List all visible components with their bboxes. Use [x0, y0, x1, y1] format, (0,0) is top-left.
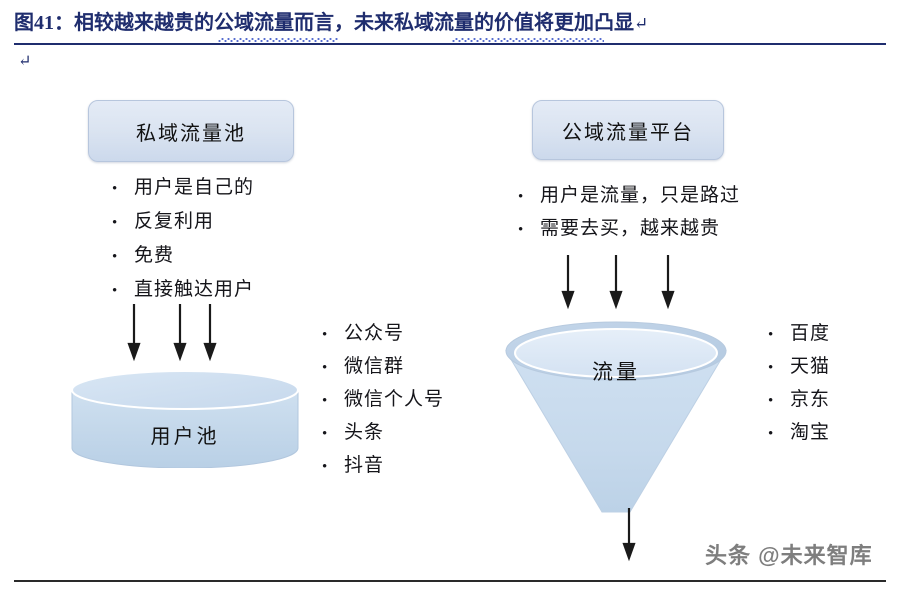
public-platform-list: • 百度 • 天猫 • 京东 • 淘宝 [768, 318, 830, 450]
bullet-icon: • [768, 426, 774, 442]
funnel-label: 流量 [592, 360, 640, 384]
watermark: 头条 @未来智库 [705, 543, 873, 568]
bottom-divider [14, 580, 886, 582]
bullet-icon: • [322, 426, 328, 442]
bullet-icon: • [768, 393, 774, 409]
spellcheck-underline-2 [452, 38, 604, 42]
public-outflow-arrow [622, 508, 636, 562]
private-traffic-bullet-list: • 用户是自己的 • 反复利用 • 免费 • 直接触达用户 [112, 172, 254, 308]
list-item: • 公众号 [322, 318, 444, 345]
public-traffic-platform-label: 公域流量平台 [562, 121, 694, 144]
title-divider [14, 43, 886, 45]
public-traffic-platform-box[interactable]: 公域流量平台 [532, 100, 724, 160]
bullet-icon: • [112, 249, 118, 265]
list-item: • 反复利用 [112, 206, 254, 233]
bullet-icon: • [322, 327, 328, 343]
title-paragraph-mark: ↵ [634, 14, 649, 33]
bullet-icon: • [768, 327, 774, 343]
bullet-icon: • [322, 393, 328, 409]
list-item: • 免费 [112, 240, 254, 267]
list-item-label: 用户是流量，只是路过 [540, 185, 741, 206]
figure-title-bar: 图41：相较越来越贵的公域流量而言，未来私域流量的价值将更加凸显↵ [14, 8, 884, 42]
private-traffic-pool-box[interactable]: 私域流量池 [88, 100, 294, 162]
list-item-label: 微信群 [344, 356, 405, 377]
figure-title-text: 图41：相较越来越贵的公域流量而言，未来私域流量的价值将更加凸显 [14, 12, 634, 34]
private-inflow-arrows [127, 304, 187, 362]
list-item-label: 微信个人号 [344, 389, 445, 410]
list-item-label: 公众号 [344, 323, 405, 344]
list-item-label: 用户是自己的 [134, 177, 255, 198]
paragraph-mark: ↵ [18, 53, 32, 70]
list-item: • 抖音 [322, 450, 444, 477]
list-item: • 头条 [322, 417, 444, 444]
list-item: • 淘宝 [768, 417, 830, 444]
bullet-icon: • [112, 215, 118, 231]
list-item: • 用户是流量，只是路过 [518, 180, 740, 207]
list-item-label: 抖音 [344, 455, 385, 476]
list-item-label: 百度 [790, 323, 831, 344]
list-item: • 天猫 [768, 351, 830, 378]
bullet-icon: • [518, 189, 524, 205]
traffic-funnel[interactable] [498, 316, 734, 522]
list-item-label: 淘宝 [790, 422, 831, 443]
list-item: • 微信个人号 [322, 384, 444, 411]
bullet-icon: • [518, 222, 524, 238]
page-title: 图41：相较越来越贵的公域流量而言，未来私域流量的价值将更加凸显↵ [14, 8, 884, 39]
private-inflow-arrow-3 [203, 304, 217, 362]
list-item: • 百度 [768, 318, 830, 345]
list-item-label: 头条 [344, 422, 385, 443]
bullet-icon: • [112, 283, 118, 299]
bullet-icon: • [768, 360, 774, 376]
list-item-label: 直接触达用户 [134, 279, 255, 300]
list-item-label: 免费 [134, 245, 175, 266]
list-item-label: 需要去买，越来越贵 [540, 218, 721, 239]
list-item: • 直接触达用户 [112, 274, 254, 301]
user-pool-cylinder[interactable] [70, 370, 300, 468]
public-traffic-bullet-list: • 用户是流量，只是路过 • 需要去买，越来越贵 [518, 180, 740, 246]
spellcheck-underline-1 [218, 38, 338, 42]
list-item: • 京东 [768, 384, 830, 411]
list-item-label: 反复利用 [134, 211, 215, 232]
list-item-label: 京东 [790, 389, 831, 410]
private-traffic-pool-label: 私域流量池 [136, 122, 246, 145]
list-item: • 微信群 [322, 351, 444, 378]
bullet-icon: • [322, 360, 328, 376]
bullet-icon: • [322, 459, 328, 475]
list-item-label: 天猫 [790, 356, 831, 377]
public-inflow-arrows [561, 255, 675, 310]
list-item: • 需要去买，越来越贵 [518, 213, 740, 240]
bullet-icon: • [112, 181, 118, 197]
private-channel-list: • 公众号 • 微信群 • 微信个人号 • 头条 • 抖音 [322, 318, 444, 483]
user-pool-label: 用户池 [150, 426, 220, 448]
list-item: • 用户是自己的 [112, 172, 254, 199]
